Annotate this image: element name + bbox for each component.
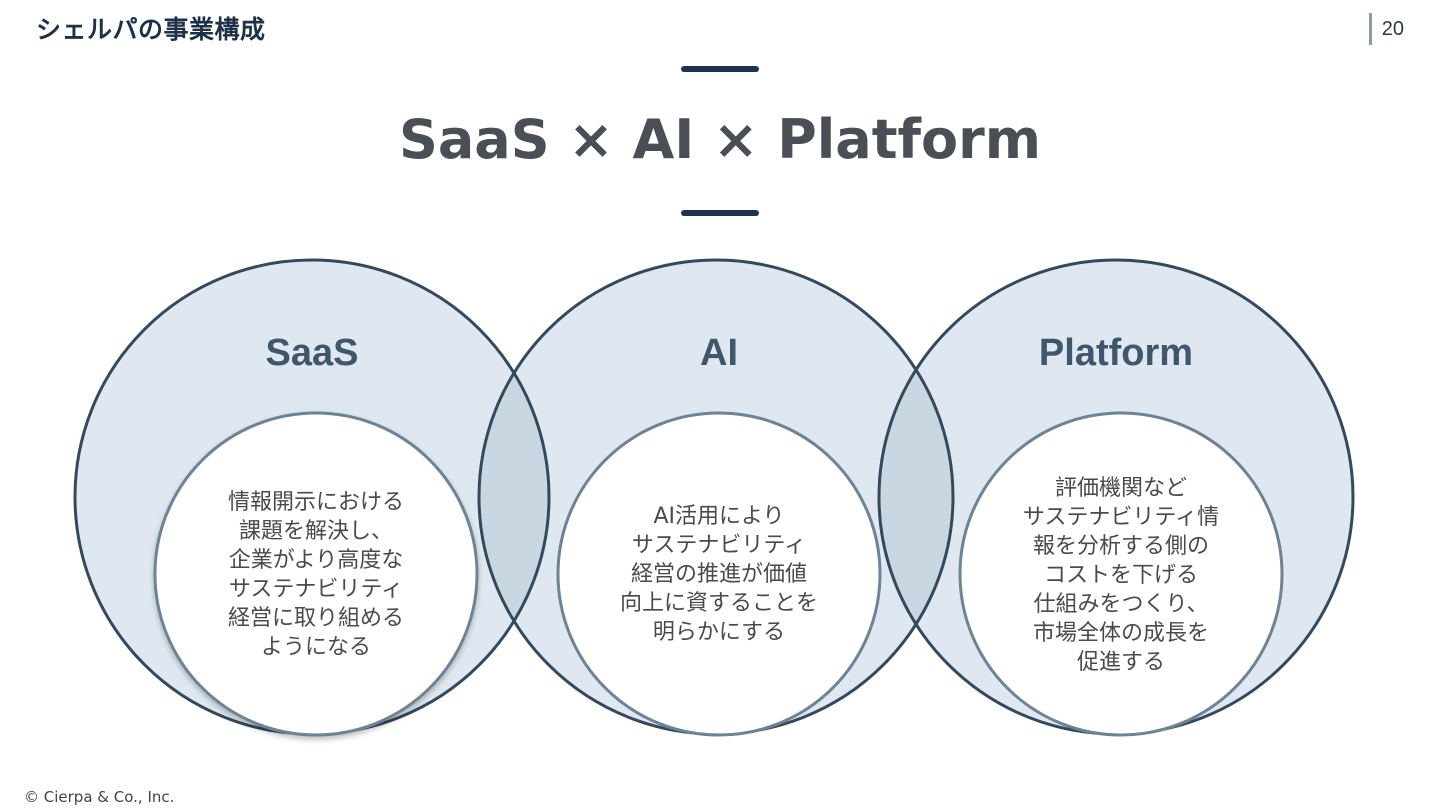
page-number: 20 [1381,17,1404,40]
description-line: AI活用により [653,504,785,529]
inner-circle-ai [556,411,882,737]
description-line: 仕組みをつくり、 [1033,592,1209,617]
description-line: 評価機関など [1054,476,1187,501]
description-line: 経営の推進が価値 [630,562,807,587]
circle-description-platform: 評価機関など サステナビリティ情 報を分析する側の コストを下げる 仕組みをつく… [1001,474,1241,677]
title-decoration-top [681,66,759,72]
page-number-divider [1368,13,1372,45]
inner-circle-platform [958,411,1284,737]
page-number-block: 20 [1368,13,1404,45]
description-line: コストを下げる [1043,563,1198,588]
description-line: 促進する [1076,650,1165,675]
circle-description-ai: AI活用により サステナビリティ 経営の推進が価値 向上に資することを 明らかに… [599,502,839,647]
page-header-title: シェルパの事業構成 [36,15,266,44]
description-line: 企業がより高度な [228,548,404,573]
circle-heading-saas: SaaS [265,332,359,374]
description-line: サステナビリティ [631,533,807,558]
title-decoration-bottom [681,210,759,216]
main-title: SaaS × AI × Platform [398,108,1042,171]
circle-heading-ai: AI [700,332,738,374]
description-line: サステナビリティ [228,577,404,602]
description-line: ようになる [260,635,371,660]
description-line: 課題を解決し、 [238,519,393,544]
description-line: 経営に取り組める [227,606,404,631]
inner-circle-saas [153,411,479,737]
description-line: 報を分析する側の [1032,534,1209,559]
description-line: 明らかにする [652,620,786,645]
circle-description-saas: 情報開示における 課題を解決し、 企業がより高度な サステナビリティ 経営に取り… [196,488,436,662]
description-line: サステナビリティ情 [1022,505,1220,530]
copyright-footer: © Cierpa & Co., Inc. [24,788,175,806]
description-line: 情報開示における [227,490,404,515]
description-line: 向上に資することを [619,591,818,616]
circle-heading-platform: Platform [1038,332,1194,374]
description-line: 市場全体の成長を [1032,621,1209,646]
